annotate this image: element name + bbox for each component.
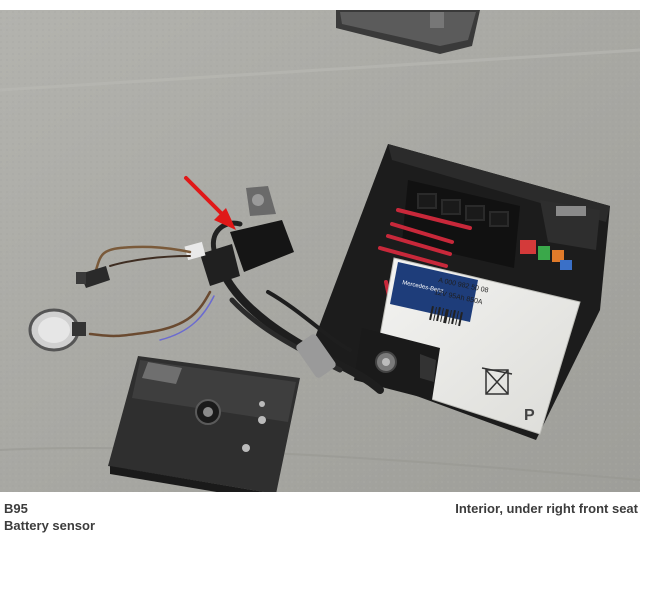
- battery-sensor-connector: [184, 186, 294, 286]
- component-code: B95: [4, 501, 28, 516]
- battery-letter: P: [524, 407, 535, 424]
- sensor-wires: [88, 245, 215, 341]
- round-sensor: [28, 308, 86, 352]
- floor-bracket: [108, 356, 300, 492]
- component-name: Battery sensor: [4, 518, 96, 533]
- red-arrow-icon: [184, 176, 236, 230]
- component-location: Interior, under right front seat: [455, 501, 638, 516]
- barcode: [429, 306, 463, 327]
- photo: Mercedes-Benz A 000 982 50 08 12V 95Ah 8…: [0, 10, 640, 492]
- left-small-sensor: [76, 266, 110, 288]
- top-bracket: [336, 10, 480, 54]
- battery-label: [390, 262, 478, 322]
- cable-harness: [210, 220, 384, 394]
- recycle-bin-icon: [481, 367, 513, 395]
- caption-component: B95 Battery sensor: [4, 500, 95, 534]
